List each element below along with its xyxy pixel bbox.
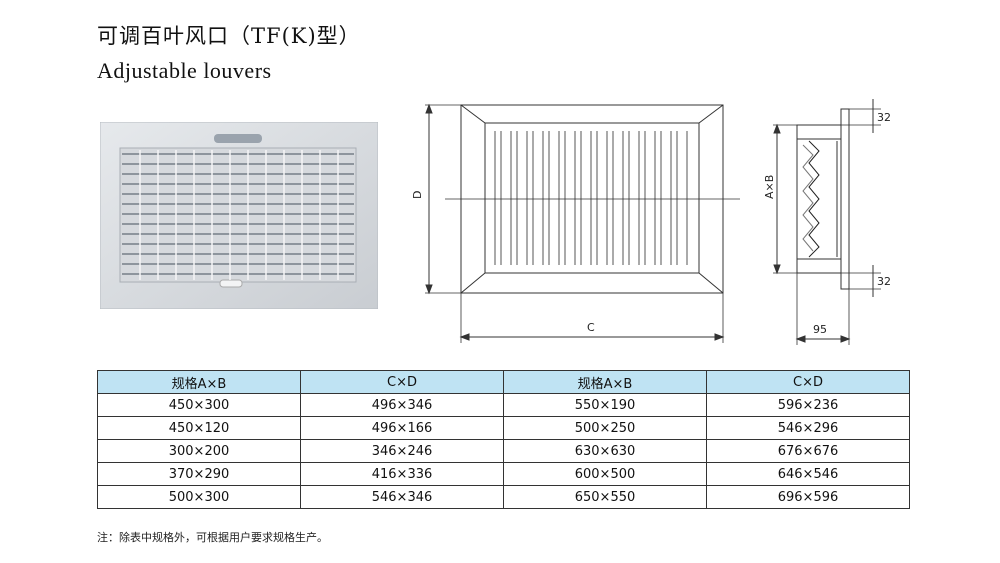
label-d: D <box>411 191 424 199</box>
table-cell: 346×246 <box>300 439 504 463</box>
table-row: 450×120 496×166 500×250 546×296 <box>97 416 910 440</box>
table-cell: 550×190 <box>503 393 707 417</box>
front-view-inner-frame <box>484 122 700 274</box>
table-cell: 676×676 <box>706 439 910 463</box>
title-chinese: 可调百叶风口（TF(K)型） <box>97 24 361 48</box>
column-header: C×D <box>706 370 910 394</box>
table-cell: 646×546 <box>706 462 910 486</box>
table-row: 500×300 546×346 650×550 696×596 <box>97 485 910 509</box>
table-cell: 416×336 <box>300 462 504 486</box>
side-view <box>796 108 850 290</box>
table-row: 300×200 346×246 630×630 676×676 <box>97 439 910 463</box>
label-dim-top: 32 <box>877 111 891 124</box>
table-cell: 500×300 <box>97 485 301 509</box>
spec-table: 规格A×B C×D 规格A×B C×D 450×300 496×346 550×… <box>97 370 910 509</box>
table-cell: 630×630 <box>503 439 707 463</box>
table-cell: 596×236 <box>706 393 910 417</box>
column-header: C×D <box>300 370 504 394</box>
title-english: Adjustable louvers <box>97 58 272 83</box>
table-cell: 300×200 <box>97 439 301 463</box>
table-cell: 546×346 <box>300 485 504 509</box>
table-cell: 370×290 <box>97 462 301 486</box>
label-axb: A×B <box>763 175 776 199</box>
table-cell: 696×596 <box>706 485 910 509</box>
louver-blades <box>122 153 354 275</box>
footnote: 注：除表中规格外，可根据用户要求规格生产。 <box>97 531 328 544</box>
column-header: 规格A×B <box>503 370 707 394</box>
technical-drawing: D C A×B 32 32 95 <box>411 99 891 345</box>
table-cell: 496×346 <box>300 393 504 417</box>
table-cell: 600×500 <box>503 462 707 486</box>
label-dim-bottom: 32 <box>877 275 891 288</box>
table-row: 450×300 496×346 550×190 596×236 <box>97 393 910 417</box>
label-dim-depth: 95 <box>813 323 827 336</box>
product-photo <box>100 122 378 309</box>
label-c: C <box>587 321 595 334</box>
front-view-blades <box>494 131 688 265</box>
table-cell: 496×166 <box>300 416 504 440</box>
table-cell: 650×550 <box>503 485 707 509</box>
table-cell: 450×120 <box>97 416 301 440</box>
table-row: 370×290 416×336 600×500 646×546 <box>97 462 910 486</box>
table-cell: 450×300 <box>97 393 301 417</box>
column-header: 规格A×B <box>97 370 301 394</box>
table-cell: 546×296 <box>706 416 910 440</box>
table-cell: 500×250 <box>503 416 707 440</box>
table-header-row: 规格A×B C×D 规格A×B C×D <box>97 370 910 394</box>
